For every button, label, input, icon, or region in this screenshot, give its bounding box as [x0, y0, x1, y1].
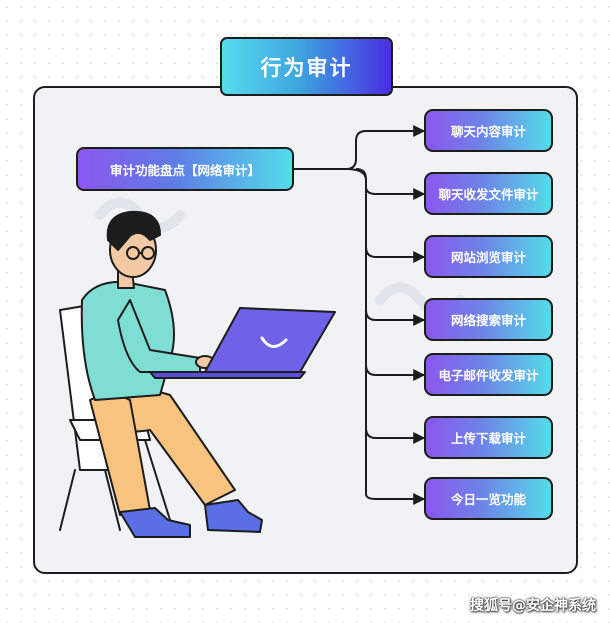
connector-4 [365, 309, 426, 326]
connector-5 [365, 364, 426, 381]
root-node: 审计功能盘点【网络审计】 [76, 147, 294, 191]
connector-1 [294, 125, 426, 170]
branch-email-audit: 电子邮件收发审计 [424, 353, 553, 396]
diagram-title: 行为审计 [220, 37, 393, 96]
connector-3 [365, 246, 426, 263]
source-watermark: 搜狐号@安企神系统 [470, 598, 596, 614]
connector-2 [294, 168, 426, 200]
branch-daily-overview: 今日一览功能 [424, 477, 553, 520]
connector-lines [294, 125, 426, 505]
connector-6 [365, 427, 426, 444]
branch-web-search-audit: 网络搜索审计 [424, 298, 553, 341]
u-logo-icon [260, 336, 288, 348]
connector-trunk [355, 168, 424, 500]
branch-upload-download-audit: 上传下载审计 [424, 416, 553, 459]
branch-chat-file-audit: 聊天收发文件审计 [424, 172, 553, 215]
branch-chat-content-audit: 聊天内容审计 [424, 109, 553, 152]
person-with-laptop-icon [59, 210, 336, 538]
branch-web-browsing-audit: 网站浏览审计 [424, 235, 553, 278]
